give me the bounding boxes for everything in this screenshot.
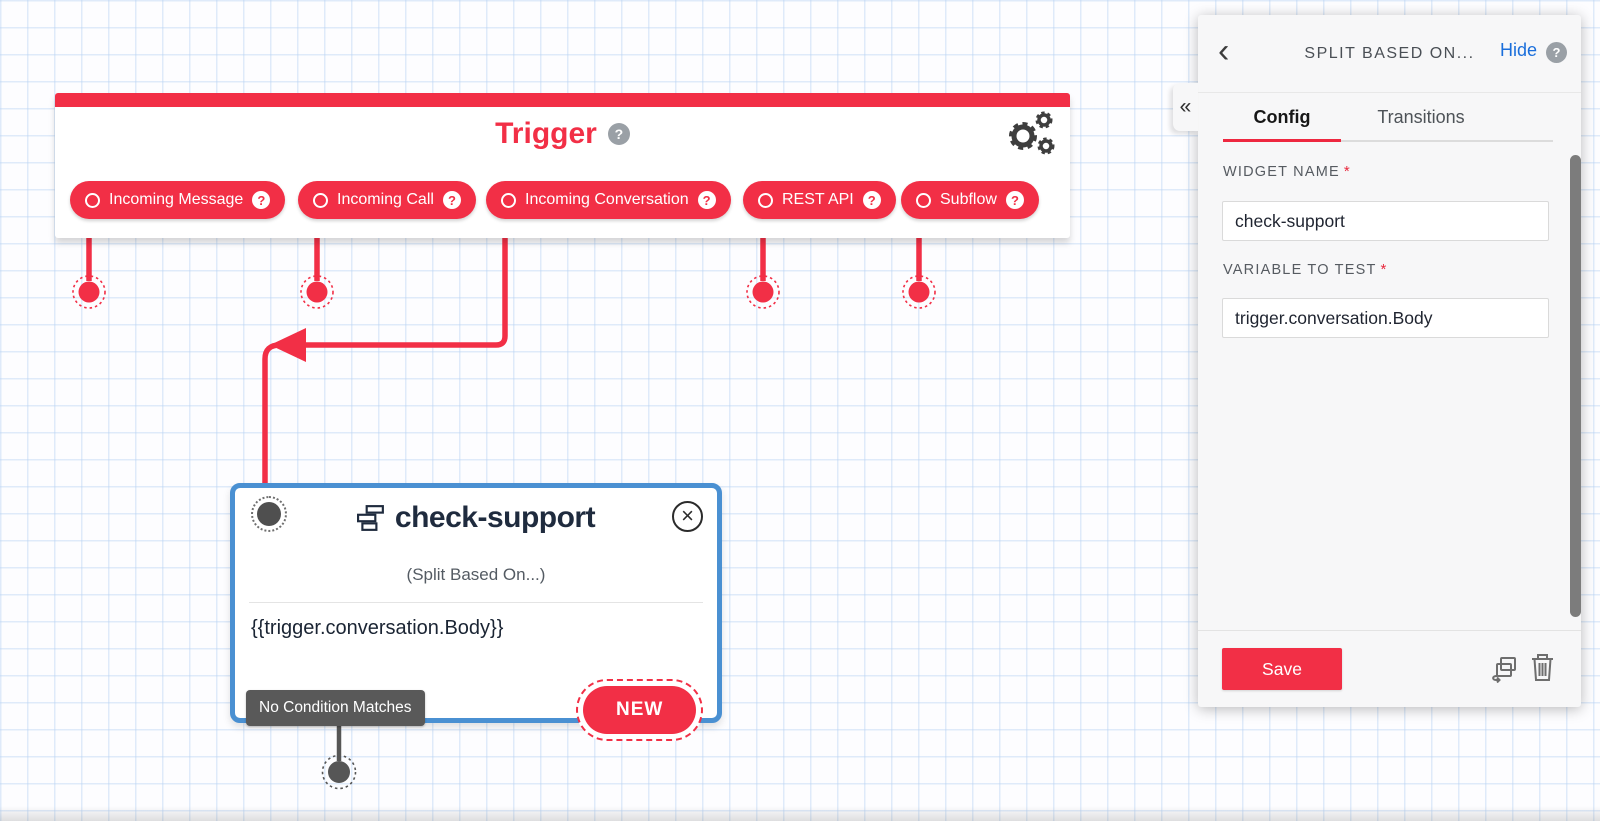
panel-footer: Save bbox=[1198, 630, 1581, 707]
no-condition-matches-label: No Condition Matches bbox=[246, 690, 425, 726]
pill-label: REST API bbox=[782, 191, 854, 208]
transition-dot[interactable] bbox=[78, 281, 100, 303]
radio-circle-icon bbox=[313, 192, 328, 208]
help-icon[interactable]: ? bbox=[442, 191, 461, 209]
pill-label: Incoming Call bbox=[337, 191, 434, 208]
collapse-panel-button[interactable]: « bbox=[1173, 83, 1198, 131]
pill-label: Incoming Conversation bbox=[525, 191, 689, 208]
connector-arrowhead bbox=[270, 328, 306, 362]
close-icon[interactable]: × bbox=[672, 501, 703, 532]
transition-dot-ring bbox=[746, 275, 780, 309]
widget-name-title: check-support bbox=[394, 501, 596, 534]
tab-underline bbox=[1223, 140, 1553, 142]
tab-transitions[interactable]: Transitions bbox=[1377, 107, 1465, 127]
trigger-pill-incoming-message[interactable]: Incoming Message ? bbox=[70, 181, 286, 219]
transition-dot[interactable] bbox=[908, 281, 930, 303]
new-transition-button[interactable]: NEW bbox=[576, 679, 704, 741]
help-icon[interactable]: ? bbox=[607, 123, 630, 145]
trigger-pill-incoming-conversation[interactable]: Incoming Conversation ? bbox=[486, 181, 731, 219]
panel-title: SPLIT BASED ON... bbox=[1304, 45, 1475, 62]
variable-to-test-input[interactable] bbox=[1222, 298, 1549, 338]
trigger-widget[interactable]: Trigger ? Incoming Message ? Incoming Ca… bbox=[55, 93, 1070, 238]
trigger-pill-subflow[interactable]: Subflow ? bbox=[901, 181, 1039, 219]
no-match-dot[interactable] bbox=[328, 761, 350, 783]
widget-name-label: WIDGET NAME* bbox=[1223, 163, 1351, 180]
widget-test-expression: {{trigger.conversation.Body}} bbox=[251, 617, 504, 639]
widget-type-label: (Split Based On...) bbox=[406, 565, 546, 584]
back-chevron-icon[interactable]: ‹ bbox=[1218, 32, 1230, 70]
no-match-dot-ring bbox=[321, 754, 357, 790]
help-icon[interactable]: ? bbox=[252, 191, 271, 209]
trigger-accent-bar bbox=[55, 93, 1070, 107]
widget-divider bbox=[249, 602, 703, 603]
hide-panel-link[interactable]: Hide bbox=[1499, 40, 1537, 60]
trigger-pill-rest-api[interactable]: REST API ? bbox=[743, 181, 896, 219]
widget-config-panel: « ‹ SPLIT BASED ON... Hide ? Config Tran… bbox=[1173, 15, 1581, 707]
canvas-bottom-shadow bbox=[0, 806, 1600, 821]
transition-dot-ring bbox=[300, 275, 334, 309]
active-tab-indicator bbox=[1223, 139, 1341, 142]
pill-label: Subflow bbox=[940, 191, 997, 208]
transition-dot-ring bbox=[72, 275, 106, 309]
radio-circle-icon bbox=[501, 192, 516, 208]
panel-header: ‹ SPLIT BASED ON... Hide ? bbox=[1198, 15, 1581, 93]
transition-dot[interactable] bbox=[752, 281, 774, 303]
conversation-connector-line bbox=[262, 342, 281, 486]
gears-icon[interactable] bbox=[1002, 109, 1056, 159]
help-icon[interactable]: ? bbox=[1546, 42, 1567, 63]
save-button[interactable]: Save bbox=[1222, 648, 1342, 690]
widget-name-input[interactable] bbox=[1222, 201, 1549, 241]
delete-widget-icon[interactable] bbox=[1530, 653, 1555, 682]
split-based-on-icon bbox=[356, 505, 384, 531]
required-marker: * bbox=[1343, 163, 1351, 180]
check-support-widget[interactable]: check-support × (Split Based On...) {{tr… bbox=[230, 483, 722, 723]
tab-config[interactable]: Config bbox=[1253, 107, 1311, 127]
transition-dot[interactable] bbox=[306, 281, 328, 303]
radio-circle-icon bbox=[758, 192, 773, 208]
trigger-title: Trigger bbox=[495, 117, 597, 150]
widget-input-dot bbox=[257, 502, 281, 526]
help-icon[interactable]: ? bbox=[697, 191, 716, 209]
transition-dot-ring bbox=[902, 275, 936, 309]
duplicate-widget-icon[interactable] bbox=[1489, 655, 1519, 683]
help-icon[interactable]: ? bbox=[862, 191, 881, 209]
trigger-pill-incoming-call[interactable]: Incoming Call ? bbox=[298, 181, 476, 219]
new-transition-label: NEW bbox=[583, 686, 697, 734]
conversation-connector-line bbox=[302, 219, 508, 348]
radio-circle-icon bbox=[916, 192, 931, 208]
variable-to-test-label: VARIABLE TO TEST* bbox=[1223, 261, 1388, 278]
widget-input-port[interactable] bbox=[251, 496, 287, 532]
required-marker: * bbox=[1380, 261, 1388, 278]
panel-scrollbar[interactable] bbox=[1570, 155, 1581, 617]
radio-circle-icon bbox=[85, 192, 100, 208]
help-icon[interactable]: ? bbox=[1005, 191, 1024, 209]
pill-label: Incoming Message bbox=[109, 191, 244, 208]
